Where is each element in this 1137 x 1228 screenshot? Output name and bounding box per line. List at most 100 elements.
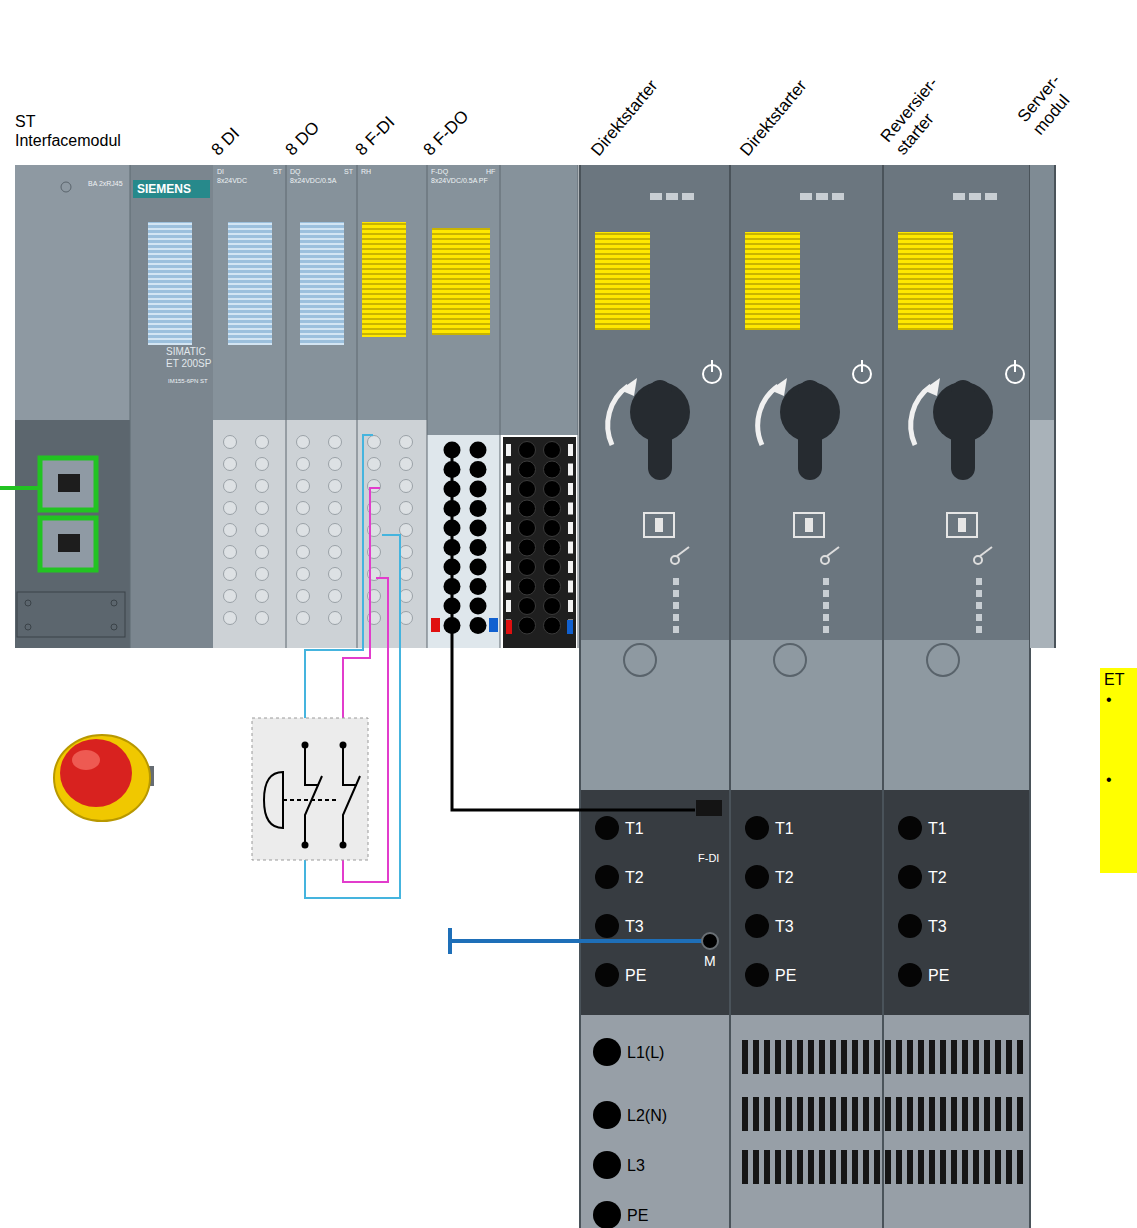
push-in-terminal: [544, 520, 561, 537]
module-edge: [1054, 165, 1056, 648]
position-mark: [823, 590, 829, 597]
rotation-arrow: [758, 386, 778, 445]
vent-slot: [841, 1040, 847, 1074]
push-in-terminal: [224, 568, 237, 581]
terminal-label: F-DI: [698, 852, 719, 865]
estop-mushroom: [60, 739, 132, 807]
module-label: F-DQ: [431, 168, 448, 176]
rotation-arrow: [911, 386, 931, 445]
vent-slot: [973, 1040, 979, 1074]
indicator: [969, 193, 981, 200]
ground-wire: [450, 939, 710, 943]
terminal-label: M: [704, 953, 716, 970]
push-in-terminal: [297, 502, 310, 515]
terminal-marker: [568, 542, 573, 554]
vent-slot: [742, 1150, 748, 1184]
power-symbol: [861, 360, 863, 372]
module-label: HF: [486, 168, 495, 176]
terminal-label: L1(L): [627, 1043, 664, 1062]
estop-highlight: [72, 750, 100, 770]
starter-top: [883, 165, 1030, 640]
module-label: DQ: [290, 168, 301, 176]
terminal-label: T1: [928, 819, 947, 838]
push-in-terminal: [470, 559, 487, 576]
control-terminal: [745, 963, 769, 987]
push-in-terminal: [519, 598, 536, 615]
knob-window: [655, 518, 663, 532]
vent-slot: [775, 1040, 781, 1074]
vent-slot: [852, 1150, 858, 1184]
screw: [111, 600, 117, 606]
position-mark: [823, 602, 829, 609]
knob-window: [947, 513, 977, 537]
push-in-terminal: [297, 546, 310, 559]
module-panel: [15, 165, 130, 420]
push-in-terminal: [544, 598, 561, 615]
vent-slot: [863, 1150, 869, 1184]
position-mark: [823, 626, 829, 633]
module-edge: [130, 165, 131, 648]
module-label: 8x24VDC: [217, 177, 247, 185]
switch-symbol: [827, 547, 839, 556]
vent-slot: [973, 1097, 979, 1131]
rotation-arrow: [608, 386, 628, 445]
knob-window: [794, 513, 824, 537]
vent-slot: [863, 1097, 869, 1131]
vent-slot: [775, 1150, 781, 1184]
vent-slot: [797, 1150, 803, 1184]
push-in-terminal: [256, 458, 269, 471]
mechanical-link: [283, 799, 336, 801]
terminal-block: [730, 790, 883, 1015]
vent-slot: [1006, 1150, 1012, 1184]
note-text: •: [1106, 690, 1112, 709]
module-node: F-DI: [695, 798, 730, 866]
vent-slot: [753, 1150, 759, 1184]
push-in-terminal: [400, 480, 413, 493]
module-heading: Direktstarter: [587, 76, 662, 160]
push-in-terminal: [470, 617, 487, 634]
vent-slot: [852, 1097, 858, 1131]
push-in-terminal: [329, 458, 342, 471]
signal-wire: [451, 452, 454, 648]
test-button: [927, 644, 959, 676]
rotation-arrow: [923, 378, 940, 396]
starter-housing: [883, 165, 1030, 1228]
vent-slot: [962, 1150, 968, 1184]
server-module: [1030, 165, 1055, 648]
terminal-marker: [506, 600, 511, 612]
terminal-label: L2(N): [627, 1106, 667, 1125]
vent-slot: [786, 1097, 792, 1131]
module-node: 8 DODQST8x24VDC/0.5A: [286, 165, 357, 648]
push-in-terminal: [297, 524, 310, 537]
position-mark: [673, 602, 679, 609]
position-mark: [823, 614, 829, 621]
position-mark: [976, 602, 982, 609]
terminal-marker: [506, 542, 511, 554]
vent-slot: [995, 1150, 1001, 1184]
indicator: [800, 193, 812, 200]
starter-housing: [730, 165, 883, 1228]
module-edge: [579, 165, 581, 1228]
vent-slot: [874, 1097, 880, 1131]
module-edge: [357, 165, 358, 648]
vent-slot: [808, 1040, 814, 1074]
module-node: ET••: [1100, 668, 1137, 873]
push-in-terminal: [519, 539, 536, 556]
push-in-terminal: [329, 546, 342, 559]
module-heading: Server- modul: [1014, 63, 1088, 140]
vent-slot: [775, 1097, 781, 1131]
vent-slot: [786, 1040, 792, 1074]
push-in-terminal: [400, 436, 413, 449]
terminal-marker: [506, 464, 511, 476]
terminal-marker: [506, 561, 511, 573]
vent-slot: [984, 1097, 990, 1131]
push-in-terminal: [329, 524, 342, 537]
vent-slot: [1006, 1097, 1012, 1131]
vent-slot: [863, 1040, 869, 1074]
power-terminal: [593, 1151, 621, 1179]
push-in-terminal: [329, 436, 342, 449]
control-terminal: [745, 914, 769, 938]
rj45-socket: [58, 534, 80, 552]
module-node: Server- modul: [1030, 165, 1055, 648]
terminal-label: PE: [627, 1206, 648, 1225]
